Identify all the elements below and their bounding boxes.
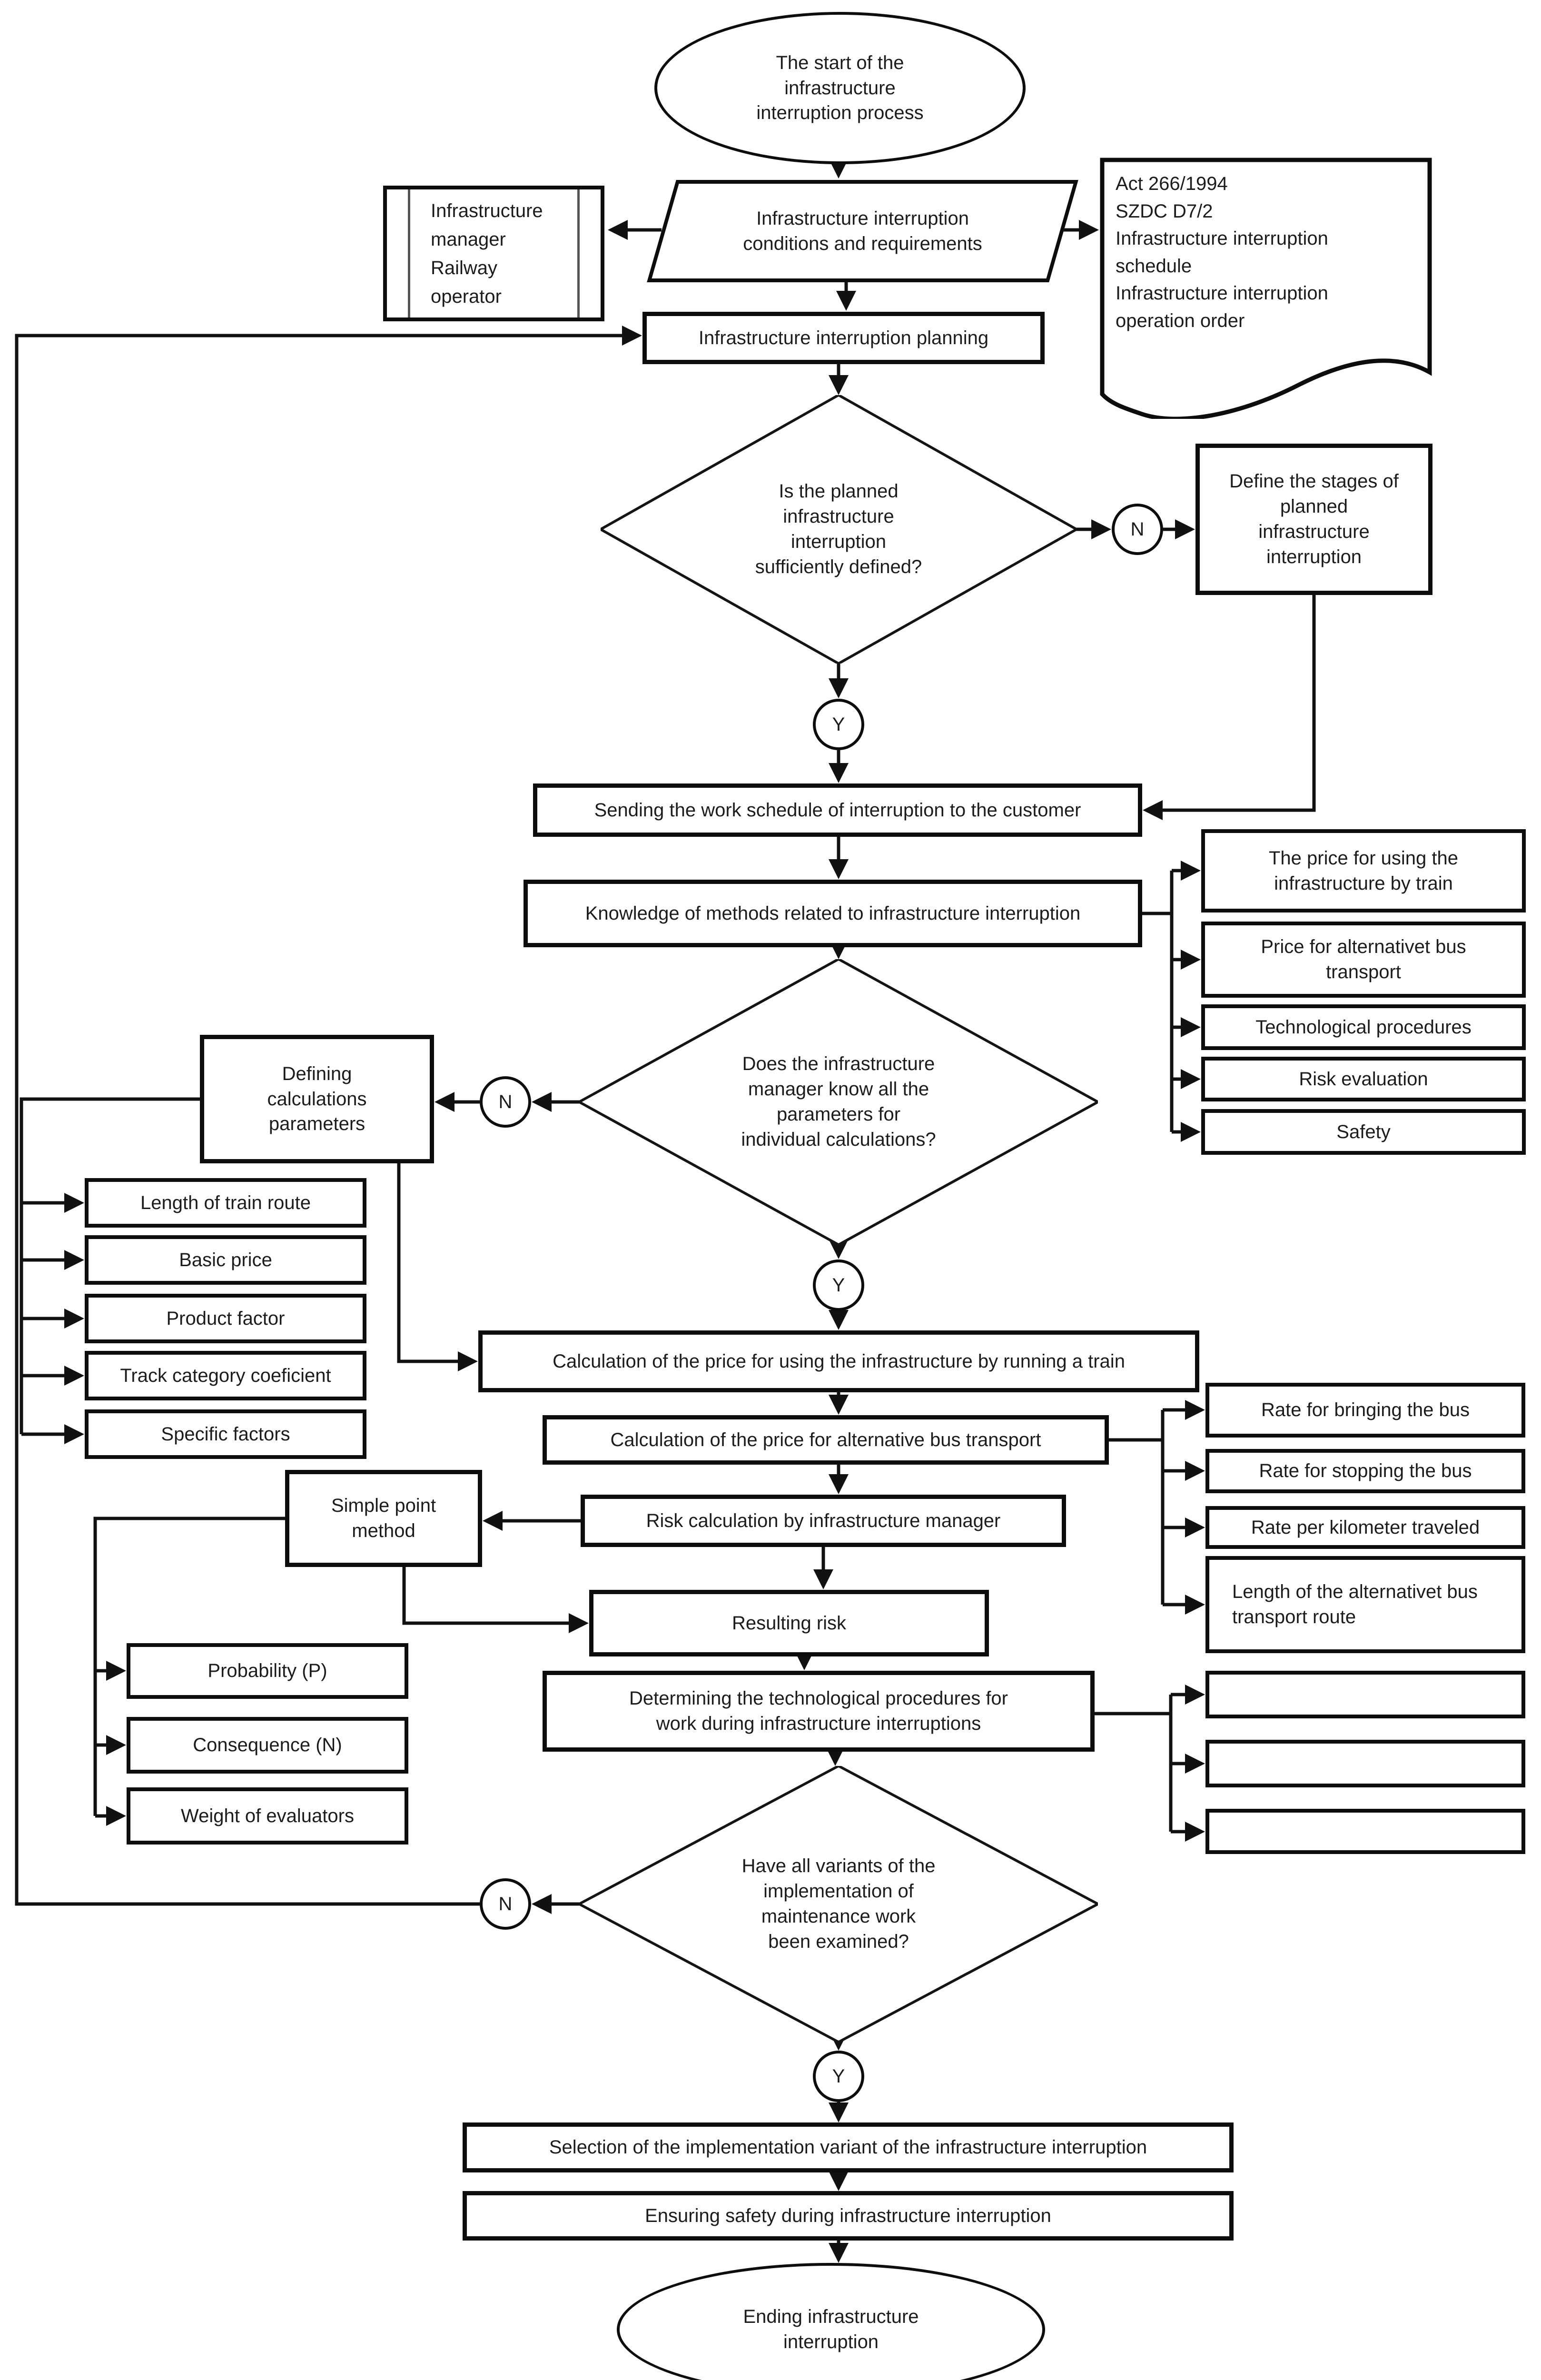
manager-label: Infrastructure manager Railway operator [431, 200, 543, 307]
defining-params-label: Defining calculations parameters [267, 1063, 367, 1135]
resulting-risk-label: Resulting risk [731, 1612, 847, 1634]
decision-3: Have all variants of the implementation … [579, 1766, 1098, 2042]
price-bus-box: Price for alternativet bus transport [1201, 922, 1526, 998]
consequence-box: Consequence (N) [127, 1717, 408, 1774]
simple-point-box: Simple point method [285, 1470, 482, 1567]
determining-box: Determining the technological procedures… [543, 1671, 1095, 1752]
simple-point-label: Simple point method [331, 1495, 436, 1541]
planning-box: Infrastructure interruption planning [642, 312, 1045, 364]
risk-evaluation-box: Risk evaluation [1201, 1057, 1526, 1101]
track-coef-label: Track category coeficient [120, 1365, 331, 1386]
conditions-label: Infrastructure interruption conditions a… [743, 208, 982, 254]
document-shape: Act 266/1994 SZDC D7/2 Infrastructure in… [1099, 157, 1432, 419]
document-outline-icon [1100, 158, 1432, 419]
calc-train-label: Calculation of the price for using the i… [553, 1350, 1125, 1372]
probability-box: Probability (P) [127, 1643, 408, 1699]
sending-box: Sending the work schedule of interruptio… [533, 783, 1142, 837]
specific-factors-box: Specific factors [85, 1409, 366, 1459]
defining-params-box: Defining calculations parameters [200, 1035, 434, 1163]
after-box [1205, 1809, 1525, 1854]
product-factor-box: Product factor [85, 1294, 366, 1343]
yes-label: Y [832, 714, 845, 735]
length-route-label: Length of train route [140, 1192, 311, 1213]
ensuring-box: Ensuring safety during infrastructure in… [463, 2191, 1234, 2241]
tech-procedures-label: Technological procedures [1255, 1016, 1472, 1038]
conditions-parallelogram: Infrastructure interruption conditions a… [647, 180, 1078, 282]
weight-label: Weight of evaluators [181, 1805, 354, 1826]
before-box [1205, 1671, 1525, 1718]
specific-factors-label: Specific factors [161, 1423, 290, 1445]
yes-label: Y [832, 2065, 845, 2087]
determining-label: Determining the technological procedures… [629, 1688, 1008, 1734]
price-train-label: The price for using the infrastructure b… [1269, 847, 1458, 894]
basic-price-box: Basic price [85, 1235, 366, 1285]
resulting-risk-box: Resulting risk [589, 1590, 989, 1656]
risk-evaluation-label: Risk evaluation [1299, 1068, 1428, 1090]
predefined-process-bar-icon [577, 189, 580, 317]
predefined-process-bar-icon [408, 189, 410, 317]
start-oval: The start of the infrastructure interrup… [654, 12, 1026, 164]
document-label: Act 266/1994 SZDC D7/2 Infrastructure in… [1116, 173, 1328, 331]
diamond-shape-icon [579, 1766, 1098, 2042]
decision-1-label: Is the planned infrastructure interrupti… [755, 481, 922, 577]
rate-stopping-label: Rate for stopping the bus [1259, 1460, 1472, 1482]
decision-1: Is the planned infrastructure interrupti… [601, 395, 1077, 664]
risk-calc-label: Risk calculation by infrastructure manag… [646, 1510, 1001, 1531]
safety-label: Safety [1336, 1121, 1391, 1142]
weight-box: Weight of evaluators [127, 1787, 408, 1844]
diamond-shape-icon [601, 395, 1077, 664]
selection-label: Selection of the implementation variant … [549, 2137, 1147, 2158]
decision-1-yes-circle: Y [813, 699, 864, 750]
knowledge-label: Knowledge of methods related to infrastr… [585, 902, 1081, 924]
knowledge-box: Knowledge of methods related to infrastr… [524, 880, 1142, 947]
rate-bringing-box: Rate for bringing the bus [1205, 1383, 1525, 1438]
basic-price-label: Basic price [179, 1249, 272, 1270]
selection-box: Selection of the implementation variant … [463, 2122, 1234, 2172]
decision-3-label: Have all variants of the implementation … [741, 1855, 936, 1952]
length-alt-box: Length of the alternativet bus transport… [1205, 1556, 1525, 1653]
decision-3-yes-circle: Y [813, 2051, 864, 2102]
decision-2-no-circle: N [480, 1076, 531, 1128]
define-stages-label: Define the stages of planned infrastruct… [1229, 471, 1399, 567]
product-factor-label: Product factor [166, 1308, 285, 1329]
decision-3-no-circle: N [480, 1878, 531, 1930]
no-label: N [1130, 518, 1145, 540]
length-route-box: Length of train route [85, 1178, 366, 1228]
start-label: The start of the infrastructure interrup… [756, 52, 924, 124]
consequence-label: Consequence (N) [193, 1735, 342, 1756]
decision-2-yes-circle: Y [813, 1259, 864, 1311]
safety-box: Safety [1201, 1109, 1526, 1155]
track-coef-box: Track category coeficient [85, 1351, 366, 1400]
tech-procedures-box: Technological procedures [1201, 1004, 1526, 1050]
calc-train-box: Calculation of the price for using the i… [478, 1330, 1199, 1392]
price-train-box: The price for using the infrastructure b… [1201, 829, 1526, 912]
manager-box: Infrastructure manager Railway operator [383, 186, 604, 321]
decision-2: Does the infrastructure manager know all… [579, 959, 1098, 1245]
ensuring-label: Ensuring safety during infrastructure in… [645, 2205, 1051, 2226]
sending-label: Sending the work schedule of interruptio… [594, 799, 1081, 821]
planning-label: Infrastructure interruption planning [698, 327, 989, 348]
calc-bus-box: Calculation of the price for alternative… [543, 1415, 1109, 1465]
decision-1-no-circle: N [1112, 504, 1163, 555]
no-label: N [498, 1091, 513, 1112]
end-oval: Ending infrastructure interruption [617, 2263, 1045, 2380]
length-alt-label: Length of the alternativet bus transport… [1232, 1581, 1478, 1627]
probability-label: Probability (P) [207, 1660, 327, 1682]
define-stages-box: Define the stages of planned infrastruct… [1195, 444, 1432, 595]
no-label: N [498, 1893, 513, 1914]
calc-bus-label: Calculation of the price for alternative… [610, 1429, 1041, 1450]
price-bus-label: Price for alternativet bus transport [1261, 936, 1466, 982]
end-label: Ending infrastructure interruption [743, 2306, 919, 2352]
diamond-shape-icon [579, 959, 1098, 1245]
risk-calc-box: Risk calculation by infrastructure manag… [581, 1495, 1066, 1547]
decision-2-label: Does the infrastructure manager know all… [741, 1053, 936, 1150]
rate-bringing-label: Rate for bringing the bus [1261, 1399, 1470, 1421]
during-box [1205, 1740, 1525, 1787]
rate-km-box: Rate per kilometer traveled [1205, 1506, 1525, 1549]
rate-km-label: Rate per kilometer traveled [1251, 1517, 1480, 1538]
rate-stopping-box: Rate for stopping the bus [1205, 1449, 1525, 1493]
yes-label: Y [832, 1274, 845, 1296]
